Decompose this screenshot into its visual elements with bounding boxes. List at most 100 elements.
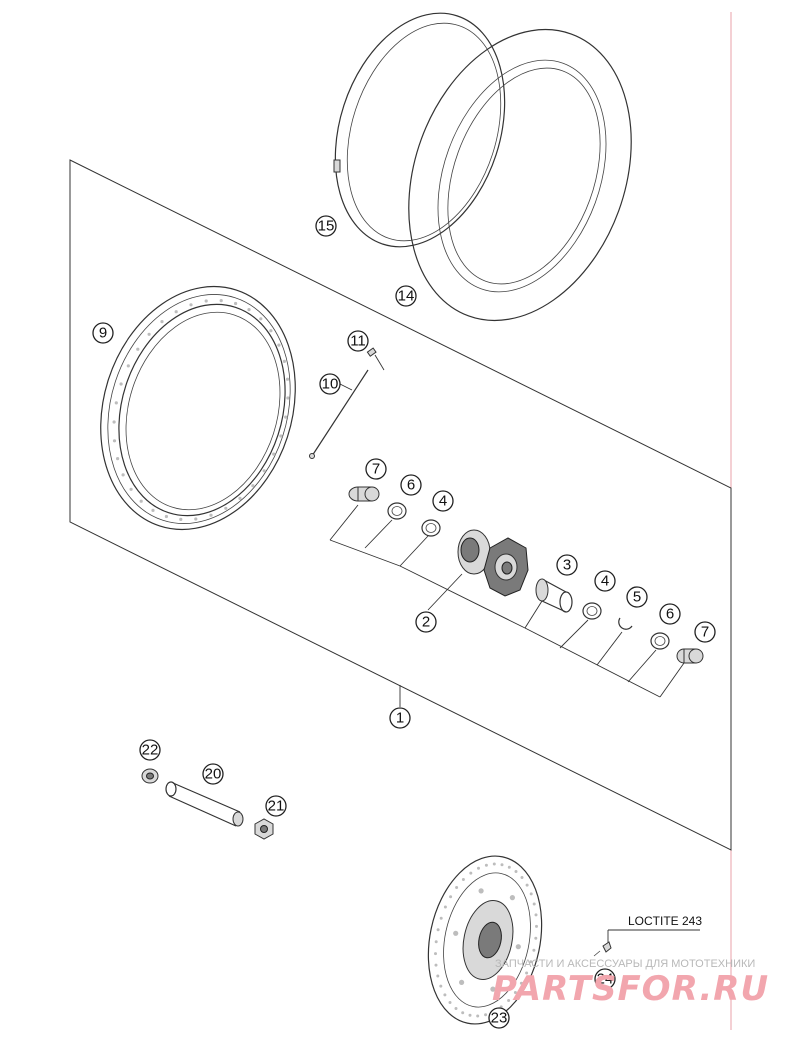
callout-1: 1: [389, 707, 411, 729]
disc-bolt-hole: [453, 930, 459, 936]
rim-hole: [224, 506, 228, 510]
svg-text:7: 7: [701, 624, 709, 641]
rim-hole: [174, 310, 178, 314]
svg-text:4: 4: [601, 573, 609, 590]
svg-text:10: 10: [322, 376, 339, 393]
loctite-label: LOCTITE 243: [628, 914, 702, 928]
rim-hole: [136, 347, 140, 351]
callout-5: 5: [626, 586, 648, 608]
seal-left: [387, 502, 407, 520]
rim-hole: [194, 517, 198, 521]
rim-hole: [285, 377, 290, 381]
wheel-hub: [457, 529, 529, 597]
callout-3: 3: [556, 554, 578, 576]
disc-hole: [436, 974, 440, 978]
rim-hole: [204, 299, 208, 303]
svg-text:5: 5: [633, 589, 641, 606]
rim-hole: [164, 514, 168, 519]
inner-tube: [333, 12, 506, 248]
callout-21: 21: [265, 795, 287, 817]
distance-sleeve: [535, 578, 573, 613]
disc-hole: [484, 863, 488, 867]
disc-screw: [593, 941, 612, 957]
leader-lines: [329, 354, 685, 707]
svg-text:1: 1: [396, 710, 404, 727]
svg-text:20: 20: [205, 766, 222, 783]
svg-text:14: 14: [398, 288, 415, 305]
disc-bolt-hole: [459, 979, 465, 986]
disc-hole: [534, 936, 538, 940]
watermark-subtitle: ЗАПЧАСТИ И АКСЕССУАРЫ ДЛЯ МОТОТЕХНИКИ: [495, 958, 755, 970]
rim-hole: [234, 301, 238, 306]
rim-hole: [269, 329, 273, 333]
rim-hole: [272, 452, 276, 456]
callout-2: 2: [415, 611, 437, 633]
rim-hole: [112, 439, 117, 443]
disc-bolt-hole: [515, 944, 521, 950]
spacer-bushing-left: [348, 486, 380, 502]
callout-6-left: 6: [400, 474, 422, 496]
rim-hole: [238, 496, 242, 500]
svg-text:23: 23: [491, 1010, 508, 1027]
spoke-nipple: [366, 347, 377, 357]
disc-hole: [477, 866, 480, 870]
rim-hole: [189, 303, 193, 307]
rim-hole: [151, 508, 155, 512]
svg-text:6: 6: [666, 606, 674, 623]
svg-text:2: 2: [422, 614, 430, 631]
axle-nut-left: [141, 768, 159, 784]
rim-hole: [286, 396, 290, 400]
svg-text:6: 6: [407, 477, 415, 494]
disc-bolt-hole: [490, 986, 496, 992]
rim-hole: [262, 469, 266, 473]
rim-hole: [160, 320, 164, 324]
rim-hole: [116, 457, 120, 461]
assembly-frame: [69, 159, 732, 851]
rim-hole: [277, 343, 281, 347]
tyre: [408, 28, 632, 322]
callout-4-left: 4: [432, 490, 454, 512]
callout-14: 14: [395, 285, 417, 307]
rim-hole: [147, 332, 151, 336]
rim-hole: [247, 308, 251, 312]
rim-hole: [251, 484, 255, 488]
callout-15: 15: [315, 215, 337, 237]
disc-hole: [532, 948, 536, 952]
disc-hole: [476, 1014, 480, 1018]
callout-11: 11: [347, 330, 369, 352]
rim-hole: [119, 382, 123, 386]
disc-hole: [434, 940, 438, 944]
wheel-axle: [165, 781, 244, 827]
spoke: [311, 369, 369, 457]
svg-text:9: 9: [99, 325, 107, 342]
seal-right: [650, 632, 670, 650]
rim-hole: [279, 434, 283, 438]
disc-hole: [443, 905, 447, 909]
rim-hole: [209, 513, 213, 517]
disc-hole: [507, 999, 511, 1002]
circlip: [618, 617, 633, 630]
spoke-end: [309, 453, 315, 459]
callout-22: 22: [139, 739, 161, 761]
bearing-right: [582, 602, 602, 620]
disc-bolt-hole: [478, 888, 484, 894]
spacer-bushing-right: [676, 648, 704, 664]
rim-hole: [179, 517, 183, 522]
rim-hole: [219, 299, 223, 303]
disc-hole: [513, 991, 517, 994]
disc-hole: [500, 863, 504, 867]
rim-hole: [121, 473, 125, 477]
rim-hole: [259, 317, 263, 321]
disc-hole: [455, 886, 459, 889]
disc-hole: [449, 895, 453, 899]
disc-hole: [436, 928, 440, 932]
disc-hole: [448, 1001, 452, 1004]
axle-nut-right: [254, 818, 274, 840]
disc-hole: [529, 892, 533, 896]
disc-hole: [535, 924, 538, 928]
disc-hole: [532, 902, 536, 906]
disc-bolt-hole: [509, 895, 515, 901]
rim-hole: [112, 420, 116, 424]
callout-4-right: 4: [594, 570, 616, 592]
